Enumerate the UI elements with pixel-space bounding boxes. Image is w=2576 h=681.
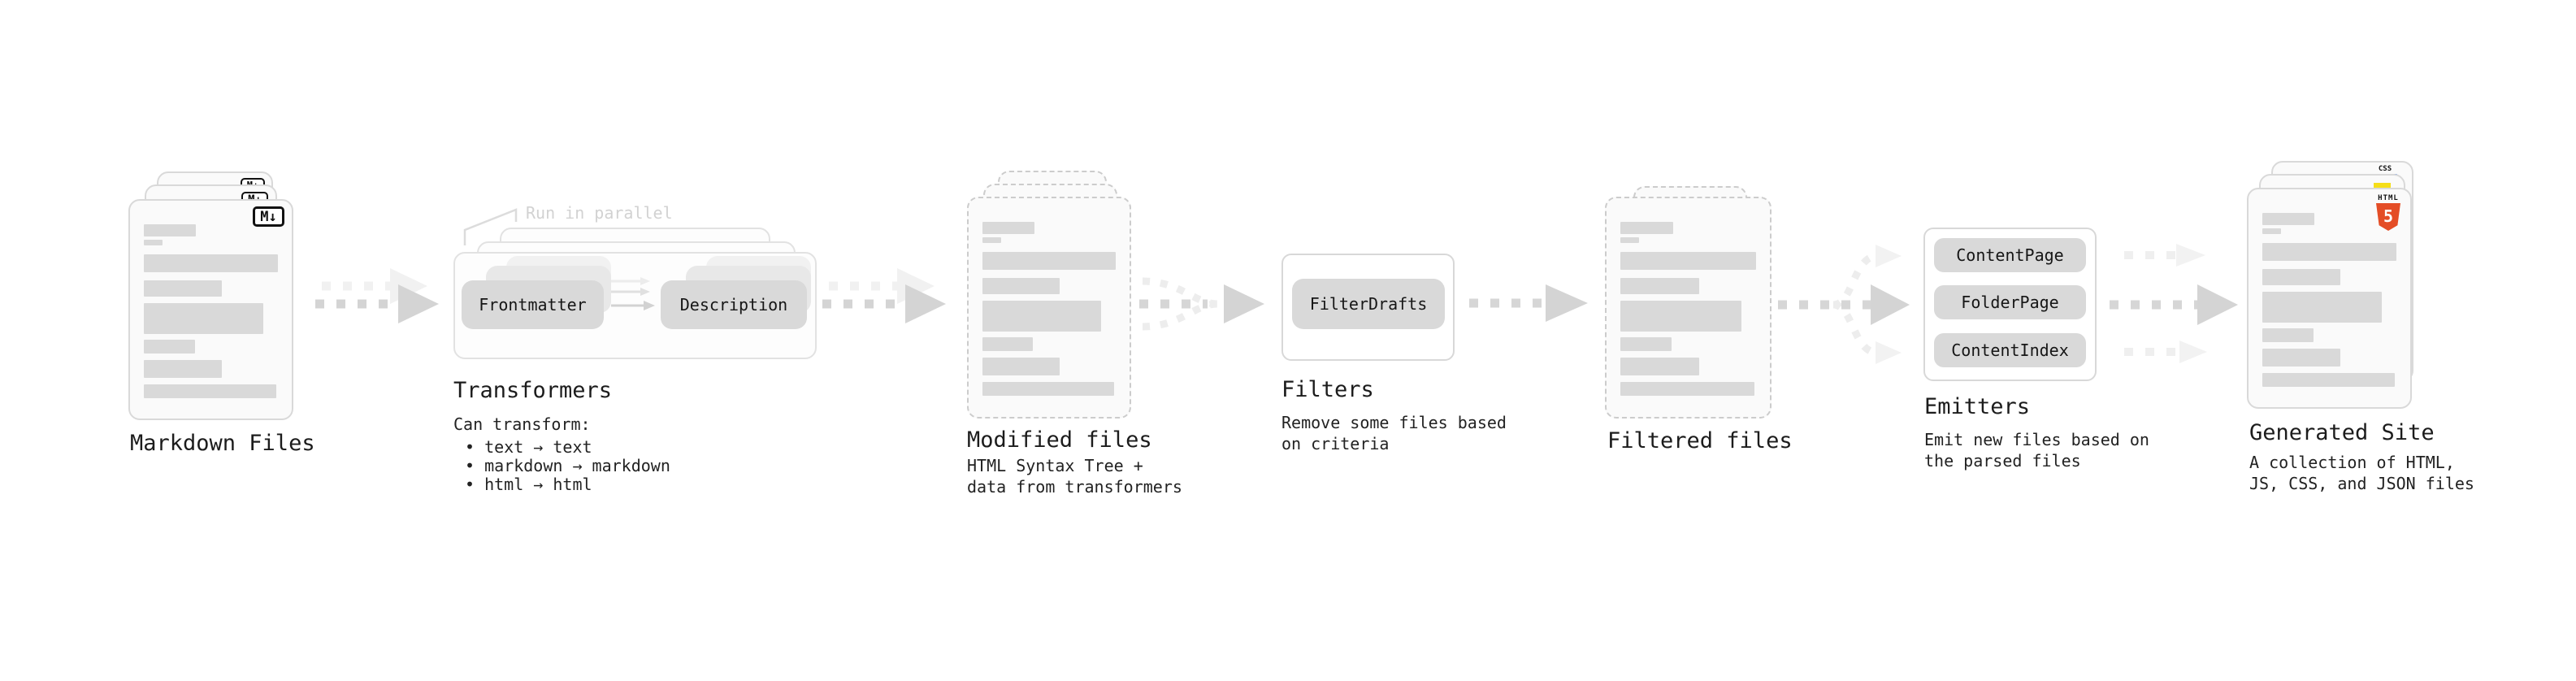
doc-text-bar — [982, 301, 1101, 332]
contentindex-pill: ContentIndex — [1934, 333, 2086, 367]
doc-text-bar — [982, 358, 1060, 375]
generated-site-description: A collection of HTML, JS, CSS, and JSON … — [2249, 453, 2474, 493]
doc-text-bar — [1620, 382, 1755, 396]
doc-text-bar — [144, 240, 163, 245]
doc-text-bar — [1620, 301, 1741, 332]
stage-label-markdown-files: Markdown Files — [130, 431, 315, 456]
transformers-bullet: • html → html — [465, 475, 592, 494]
doc-text-bar — [2262, 269, 2340, 285]
markdown-file-card: M↓ — [128, 199, 293, 420]
doc-text-bar — [144, 340, 195, 354]
doc-text-bars — [144, 224, 278, 398]
doc-text-bar — [982, 222, 1034, 234]
stage-label-filters: Filters — [1281, 377, 1374, 402]
doc-text-bar — [2262, 213, 2315, 225]
doc-text-bar — [144, 384, 277, 398]
filters-description: Remove some files based on criteria — [1281, 413, 1507, 453]
transformers-note-title: Can transform: — [453, 414, 591, 434]
doc-text-bar — [2262, 349, 2340, 367]
doc-text-bar — [144, 303, 263, 334]
filterdrafts-pill: FilterDrafts — [1292, 279, 1445, 329]
stage-label-emitters: Emitters — [1924, 394, 2031, 419]
stage-label-filtered-files: Filtered files — [1607, 428, 1793, 453]
doc-text-bar — [144, 280, 222, 297]
doc-text-bar — [1620, 237, 1640, 243]
flow-arrow-filtered-to-emitters — [1778, 245, 1910, 364]
doc-text-bar — [1620, 222, 1674, 234]
flow-arrow-markdown-to-transformers — [315, 268, 439, 323]
modified-file-card — [967, 197, 1131, 419]
doc-text-bar — [2262, 328, 2314, 342]
stage-label-modified-files: Modified files — [967, 427, 1152, 453]
markdown-icon: M↓ — [253, 206, 284, 227]
doc-text-bar — [144, 224, 197, 236]
modified-files-description: HTML Syntax Tree + data from transformer… — [967, 456, 1182, 497]
doc-text-bar — [2262, 228, 2282, 234]
flow-arrow-modified-to-filters — [1139, 277, 1264, 331]
generated-file-card-html: HTML 5 — [2247, 188, 2412, 409]
run-in-parallel-annotation: Run in parallel — [526, 203, 673, 223]
doc-text-bar — [982, 237, 1001, 243]
doc-text-bar — [982, 382, 1115, 396]
doc-text-bar — [982, 278, 1060, 294]
transformers-bullet: • text → text — [465, 437, 592, 457]
doc-text-bar — [144, 360, 222, 378]
html5-icon: HTML 5 — [2374, 194, 2402, 231]
doc-text-bar — [2262, 373, 2396, 387]
doc-text-bar — [2262, 243, 2396, 261]
folderpage-pill: FolderPage — [1934, 285, 2086, 319]
doc-text-bars — [982, 222, 1116, 396]
stage-label-transformers: Transformers — [453, 378, 613, 403]
stage-label-generated-site: Generated Site — [2249, 420, 2435, 445]
flow-arrow-emitters-to-generated — [2110, 244, 2238, 363]
doc-text-bars — [2262, 213, 2396, 387]
doc-text-bar — [1620, 278, 1699, 294]
description-pill: Description — [661, 280, 807, 329]
frontmatter-pill: Frontmatter — [462, 280, 604, 329]
pill-to-pill-arrows — [611, 277, 655, 310]
filtered-file-card — [1605, 197, 1772, 419]
doc-text-bars — [1620, 222, 1756, 396]
doc-text-bar — [2262, 292, 2382, 323]
transformers-bullet: • markdown → markdown — [465, 456, 670, 475]
doc-text-bar — [1620, 337, 1672, 351]
flow-arrow-transformers-to-modified — [822, 268, 946, 323]
flow-arrow-filters-to-filtered — [1469, 284, 1588, 322]
contentpage-pill: ContentPage — [1934, 238, 2086, 272]
doc-text-bar — [982, 252, 1116, 270]
doc-text-bar — [1620, 252, 1756, 270]
emitters-description: Emit new files based on the parsed files — [1924, 430, 2149, 471]
doc-text-bar — [144, 254, 278, 272]
run-in-parallel-callout-line — [463, 208, 518, 245]
doc-text-bar — [982, 337, 1034, 351]
doc-text-bar — [1620, 358, 1699, 375]
